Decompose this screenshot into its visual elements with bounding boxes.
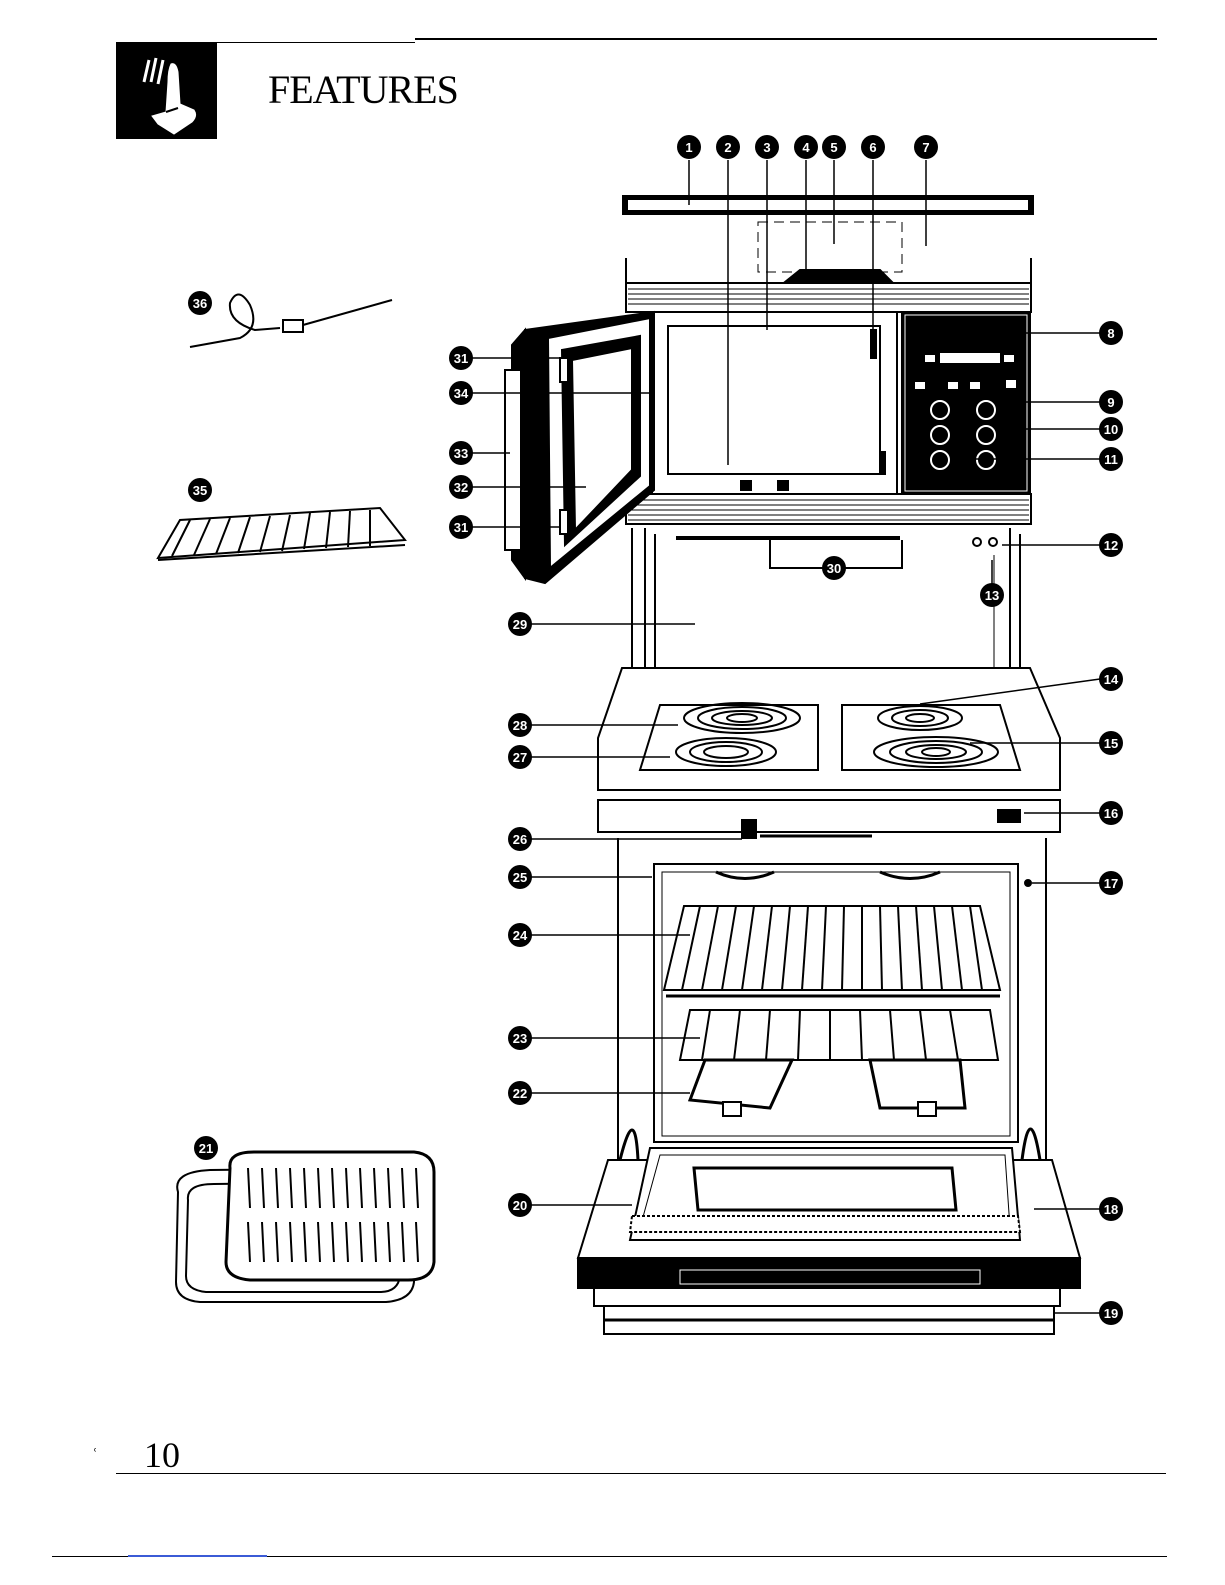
callout-20: 20 [508, 1193, 532, 1217]
svg-text:8: 8 [1107, 326, 1114, 341]
svg-text:31: 31 [454, 520, 468, 535]
callout-12: 12 [1099, 533, 1123, 557]
svg-text:18: 18 [1104, 1202, 1118, 1217]
microwave-hood-unit [623, 196, 1033, 568]
callout-27: 27 [508, 745, 532, 769]
svg-text:13: 13 [985, 588, 999, 603]
callout-14: 14 [1099, 667, 1123, 691]
svg-text:1: 1 [685, 140, 692, 155]
callout-2: 2 [716, 135, 740, 159]
svg-text:3: 3 [763, 140, 770, 155]
svg-text:25: 25 [513, 870, 527, 885]
svg-text:15: 15 [1104, 736, 1118, 751]
svg-text:20: 20 [513, 1198, 527, 1213]
callout-26: 26 [508, 827, 532, 851]
svg-text:5: 5 [830, 140, 837, 155]
callout-36: 36 [188, 291, 212, 315]
callout-11: 11 [1099, 447, 1123, 471]
callout-28: 28 [508, 713, 532, 737]
callout-29: 29 [508, 612, 532, 636]
svg-text:12: 12 [1104, 538, 1118, 553]
callout-5: 5 [822, 135, 846, 159]
svg-text:33: 33 [454, 446, 468, 461]
callout-34: 34 [449, 381, 473, 405]
callout-7: 7 [914, 135, 938, 159]
callout-4: 4 [794, 135, 818, 159]
svg-text:27: 27 [513, 750, 527, 765]
margin-mark: ʿ [92, 1446, 98, 1464]
range-backsplash [632, 528, 1020, 668]
svg-text:35: 35 [193, 483, 207, 498]
broiler-pan-accessory [176, 1152, 434, 1302]
svg-text:36: 36 [193, 296, 207, 311]
callout-15: 15 [1099, 731, 1123, 755]
svg-text:31: 31 [454, 351, 468, 366]
svg-text:21: 21 [199, 1141, 213, 1156]
callout-1: 1 [677, 135, 701, 159]
callout-35: 35 [188, 478, 212, 502]
callout-32: 32 [449, 475, 473, 499]
bottom-link-underline[interactable] [128, 1555, 267, 1557]
svg-text:28: 28 [513, 718, 527, 733]
svg-text:2: 2 [724, 140, 731, 155]
callout-3: 3 [755, 135, 779, 159]
svg-text:16: 16 [1104, 806, 1118, 821]
callout-18: 18 [1099, 1197, 1123, 1221]
callout-22: 22 [508, 1081, 532, 1105]
temperature-probe [190, 294, 392, 347]
footer-rule [116, 1473, 1166, 1474]
callout-17: 17 [1099, 871, 1123, 895]
callout-8: 8 [1099, 321, 1123, 345]
callout-30: 30 [822, 556, 846, 580]
svg-text:11: 11 [1104, 452, 1118, 467]
callout-31-bottom: 31 [449, 515, 473, 539]
callout-21: 21 [194, 1136, 218, 1160]
callout-19: 19 [1099, 1301, 1123, 1325]
svg-text:10: 10 [1104, 422, 1118, 437]
svg-text:6: 6 [869, 140, 876, 155]
svg-text:30: 30 [827, 561, 841, 576]
svg-text:4: 4 [802, 140, 810, 155]
svg-text:7: 7 [922, 140, 929, 155]
callout-13: 13 [980, 583, 1004, 607]
oven-rack-accessory [158, 508, 405, 560]
oven-door-and-drawer [578, 1148, 1080, 1334]
callout-33: 33 [449, 441, 473, 465]
svg-text:17: 17 [1104, 876, 1118, 891]
callout-9: 9 [1099, 390, 1123, 414]
svg-text:19: 19 [1104, 1306, 1118, 1321]
callout-25: 25 [508, 865, 532, 889]
callout-31-top: 31 [449, 346, 473, 370]
svg-text:23: 23 [513, 1031, 527, 1046]
callout-16: 16 [1099, 801, 1123, 825]
callout-6: 6 [861, 135, 885, 159]
svg-text:24: 24 [513, 928, 528, 943]
callout-24: 24 [508, 923, 532, 947]
svg-text:29: 29 [513, 617, 527, 632]
svg-text:32: 32 [454, 480, 468, 495]
svg-text:9: 9 [1107, 395, 1114, 410]
svg-text:34: 34 [454, 386, 469, 401]
svg-text:14: 14 [1104, 672, 1119, 687]
callout-10: 10 [1099, 417, 1123, 441]
svg-text:26: 26 [513, 832, 527, 847]
oven-body [618, 838, 1046, 1200]
callout-23: 23 [508, 1026, 532, 1050]
svg-text:22: 22 [513, 1086, 527, 1101]
page-number: 10 [144, 1437, 180, 1473]
